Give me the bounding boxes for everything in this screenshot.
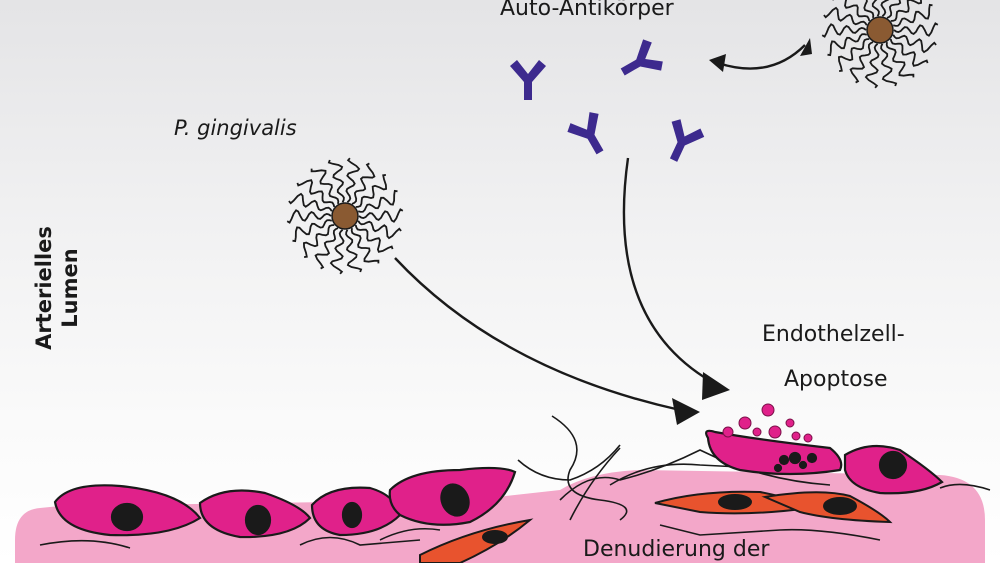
antibody-icon [510,60,546,100]
nucleus [110,502,144,532]
apoptosis-label-line2: Apoptose [784,367,888,392]
auto-antibodies [510,39,705,162]
apoptotic-body [761,403,775,417]
antibody-icon [567,112,604,155]
bacterium-icon [821,0,939,89]
denudation-label: Denudierung der [583,537,770,562]
apoptotic-body [752,427,762,437]
lumen-label-line2: Lumen [58,248,82,328]
nucleus [878,450,908,480]
apoptotic-fragment [778,454,790,466]
nucleus [482,530,508,544]
arrow-bacterium-to-endothelium [394,257,681,412]
nucleus [440,483,470,517]
arrow-antibodies-to-endothelium [622,157,713,384]
apoptotic-fragment [773,463,783,473]
apoptotic-fragment [806,452,818,464]
apoptotic-body [738,416,752,430]
antibody-icon [620,39,663,76]
bacterium-label: P. gingivalis [174,116,297,140]
bacteria [286,0,939,275]
fibers [39,415,991,549]
apoptotic-body [785,418,795,428]
apoptotic-body [768,425,782,439]
nucleus [718,494,752,510]
apoptosis-label-line1: Endothelzell- [762,322,905,347]
antibody-icon [669,119,705,162]
apoptotic-body [803,433,813,443]
nucleus [341,501,363,529]
nucleus [823,497,857,515]
arrows [394,44,806,412]
double-arrow-antibody-bacterium [717,44,806,70]
apoptotic-body [791,431,801,441]
bacterium-icon [286,157,404,275]
endothelial-cells [53,429,944,539]
nucleus [244,504,272,536]
lumen-label: Arterielles Lumen [31,203,83,373]
smooth-muscle-cell [419,518,534,563]
apoptotic-fragment [788,451,802,465]
apoptotic-fragment [798,460,808,470]
smooth-muscle-cells [419,490,893,563]
auto-antibodies-label: Auto-Antikörper [500,0,674,21]
apoptotic-endothelial-cell [705,429,843,476]
apoptotic-bodies [722,403,813,443]
lumen-label-line1: Arterielles [32,226,56,350]
arrowheads [672,38,812,425]
apoptotic-body [722,426,734,438]
